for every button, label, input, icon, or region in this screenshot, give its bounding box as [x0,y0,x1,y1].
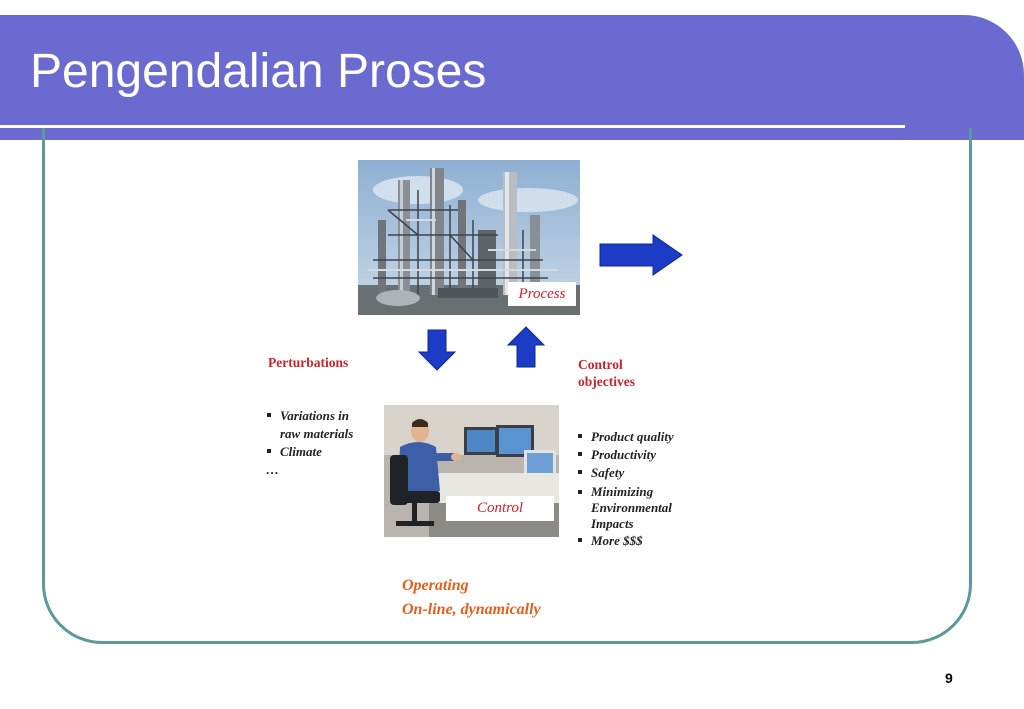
control-objectives-heading-line2: objectives [578,374,635,389]
list-item: More $$$ [577,532,674,550]
bullet-icon [578,434,582,438]
bullet-icon [578,490,582,494]
control-objectives-heading-line1: Control [578,357,623,372]
perturbations-heading: Perturbations [268,355,349,370]
operating-mode-label: On-line, dynamically [402,601,541,618]
list-item: Product quality [577,428,674,446]
control-room-image: Control [384,405,559,537]
list-item: Environmental [591,500,672,515]
list-item: Safety [577,464,674,482]
list-item: Minimizing [577,484,674,500]
control-objectives-list: Product quality Productivity Safety Mini… [577,428,674,550]
slide-title: Pengendalian Proses [30,45,487,98]
list-item: Climate [266,443,353,461]
list-item: Impacts [591,516,634,531]
page-number: 9 [945,670,953,686]
operating-label: Operating [402,577,469,594]
process-plant-image: Process [358,160,580,315]
title-banner [0,15,1024,140]
title-underline [0,125,905,128]
bullet-icon [267,449,271,453]
bullet-icon [578,452,582,456]
control-label: Control [446,496,554,521]
list-item: Variations in [266,407,353,425]
perturbations-list: Variations in raw materials Climate … [266,407,353,479]
bullet-icon [578,538,582,542]
up-arrow-icon [506,326,546,368]
list-item: … [266,462,279,477]
refinery-illustration [358,160,580,315]
output-arrow-icon [599,234,683,276]
list-item: Productivity [577,446,674,464]
list-item: raw materials [280,426,354,441]
bullet-icon [578,470,582,474]
bullet-icon [267,413,271,417]
content-frame [42,128,972,644]
down-arrow-icon [417,329,457,371]
process-label: Process [508,282,576,306]
control-objectives-heading: Control objectives [578,356,635,390]
